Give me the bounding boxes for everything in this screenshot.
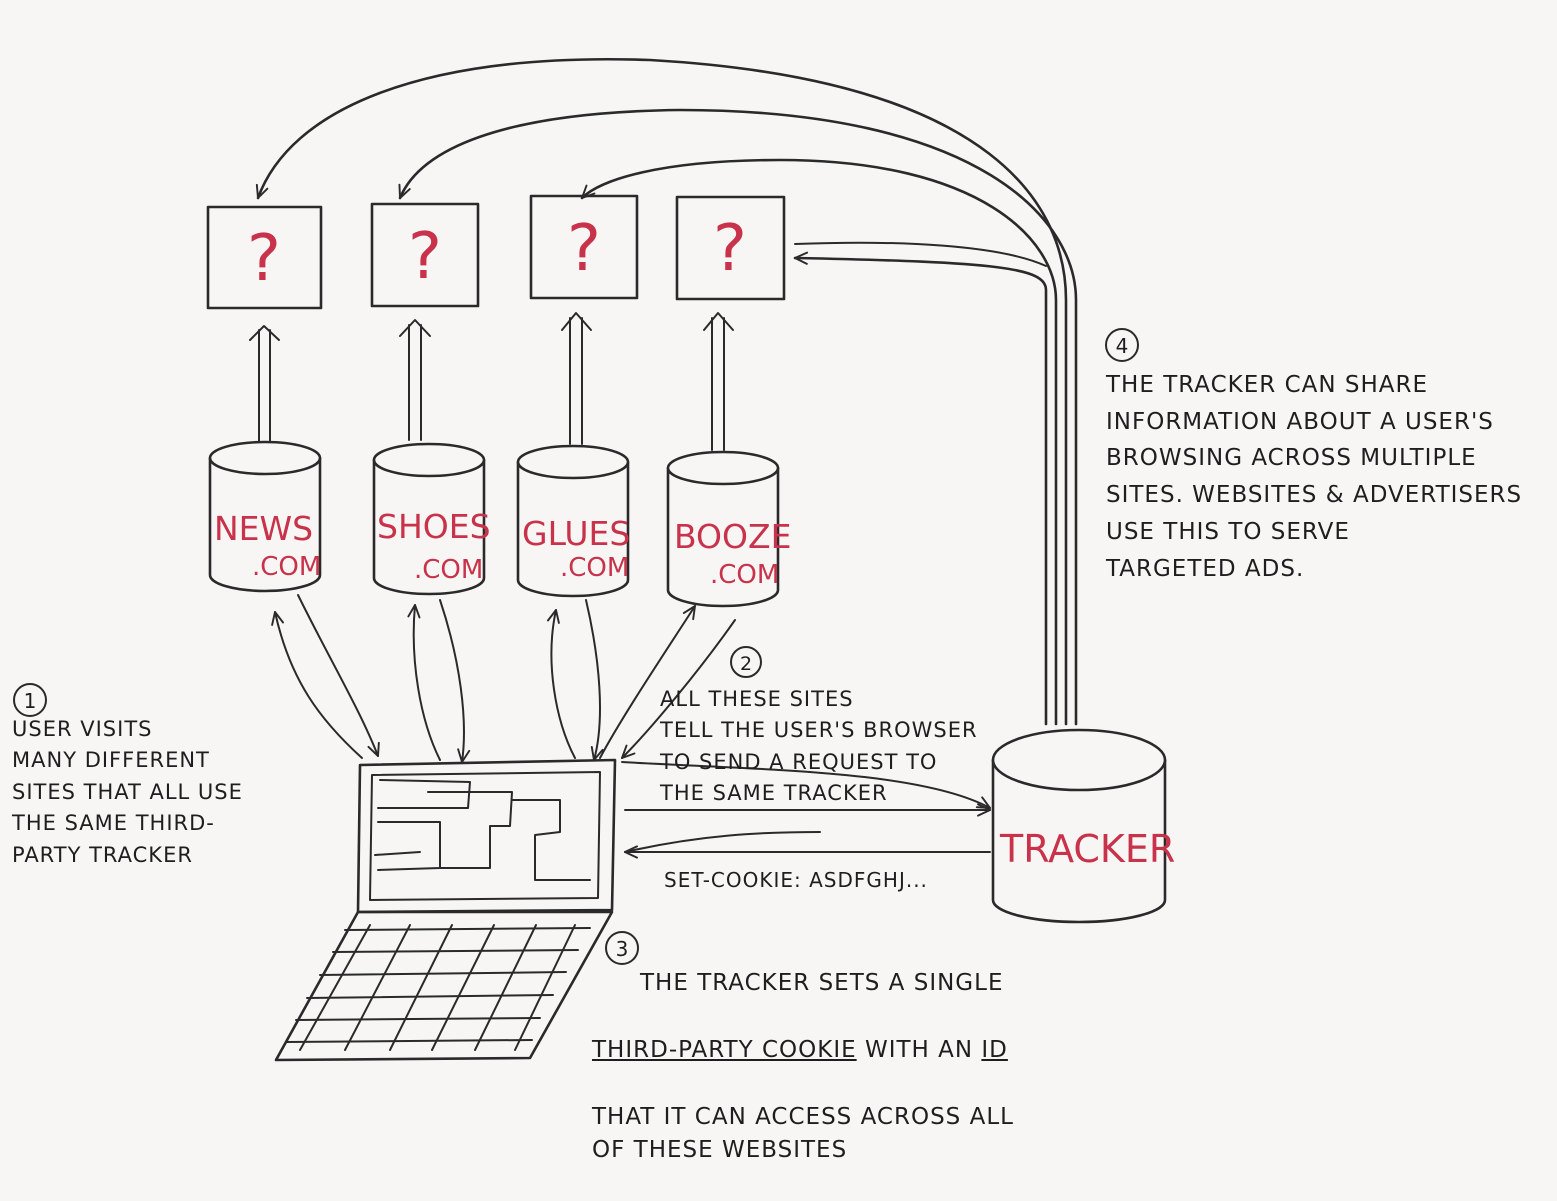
step4-text: THE TRACKER CAN SHARE INFORMATION ABOUT … [1106,372,1522,582]
step2-text: ALL THESE SITES TELL THE USER'S BROWSER … [660,687,978,806]
step3-id: ID [981,1037,1008,1063]
set-cookie-header: SET-COOKIE: ASDFGHJ... [664,868,928,892]
step3-note: THE TRACKER SETS A SINGLE THIRD-PARTY CO… [592,934,1162,1201]
step3-line1: THE TRACKER SETS A SINGLE [592,967,1162,1000]
site-suffix-shoes: .COM [414,555,483,585]
site-label-news: NEWS [214,509,313,548]
share-arrows [258,59,1076,724]
step3-line2-rest: WITH AN [857,1037,982,1063]
step2-note: ALL THESE SITES TELL THE USER'S BROWSER … [660,652,1060,810]
site-label-glues: GLUES [522,514,630,553]
step3-line2: THIRD-PARTY COOKIE WITH AN ID [592,1034,1162,1067]
site-label-booze: BOOZE [674,517,791,556]
site-label-shoes: SHOES [377,507,491,546]
site-suffix-news: .COM [252,552,321,582]
step1-note: USER VISITS MANY DIFFERENT SITES THAT AL… [12,682,312,871]
question-mark-2: ? [408,220,442,294]
step3-line3: THAT IT CAN ACCESS ACROSS ALL OF THESE W… [592,1101,1162,1168]
question-mark-3: ? [567,212,601,286]
step3-third-party-cookie: THIRD-PARTY COOKIE [592,1037,857,1063]
site-cylinders: NEWS .COM SHOES .COM GLUES .COM BOOZE .C… [210,442,791,606]
unknown-data-boxes: ? ? ? ? [208,196,784,308]
step1-text: USER VISITS MANY DIFFERENT SITES THAT AL… [12,717,243,867]
tracker-label: TRACKER [999,827,1175,871]
question-mark-4: ? [713,212,747,286]
site-to-box-arrows [250,313,733,450]
step4-note: THE TRACKER CAN SHARE INFORMATION ABOUT … [1106,330,1546,588]
tracking-diagram: ? ? ? ? [0,0,1557,1080]
laptop [276,760,615,1060]
site-suffix-booze: .COM [710,560,779,590]
question-mark-1: ? [247,222,281,296]
site-suffix-glues: .COM [560,553,629,583]
